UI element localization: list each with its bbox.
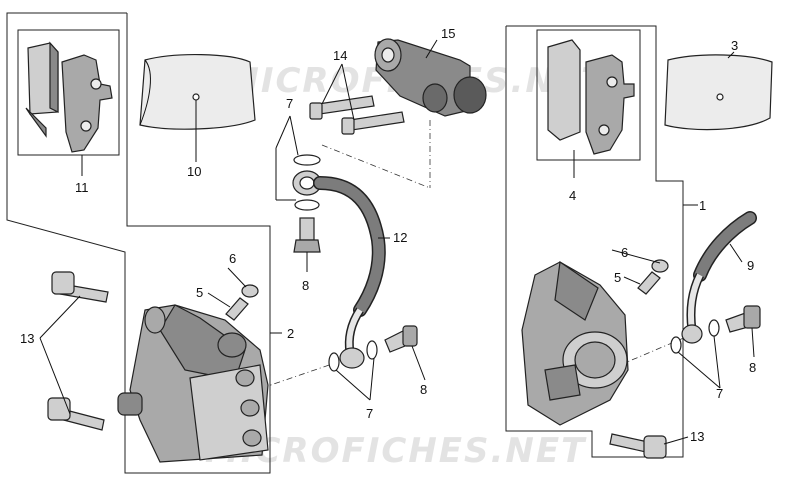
brake-caliper-left (117, 304, 269, 463)
callout-12: 12 (393, 230, 407, 245)
brake-pads-right (547, 39, 635, 155)
callout-6-left: 6 (229, 251, 236, 266)
callout-7-bottom-left: 7 (366, 406, 373, 421)
pad-bag-right (664, 54, 773, 131)
callout-9: 9 (747, 258, 754, 273)
callout-6-right: 6 (621, 245, 628, 260)
assembly-centerlines (261, 120, 687, 389)
bleed-parts-right (637, 259, 669, 295)
banjo-washers-top (292, 154, 322, 211)
pad-bag-left (139, 53, 256, 130)
callout-7-bottom-right: 7 (716, 386, 723, 401)
caliper-bolts-left (47, 271, 109, 431)
banjo-bolt-mid (293, 217, 321, 253)
banjo-bolt-lower-left (384, 325, 418, 353)
callout-5-right: 5 (614, 270, 621, 285)
callout-13-left: 13 (20, 331, 34, 346)
leader-lines (39, 39, 755, 445)
bleed-parts-left (225, 284, 259, 321)
watermark-bottom: MICROFICHES.NET (205, 431, 587, 471)
callout-7-top: 7 (286, 96, 293, 111)
union-block (374, 38, 487, 117)
brake-caliper-right (521, 260, 629, 426)
brake-pads-left (25, 41, 113, 153)
callout-8-lower: 8 (420, 382, 427, 397)
brake-hose-12 (313, 176, 386, 369)
callout-5-left: 5 (196, 285, 203, 300)
caliper-bolt-right (609, 433, 667, 459)
callout-1: 1 (699, 198, 706, 213)
callout-8-mid: 8 (302, 278, 309, 293)
callout-13-right: 13 (690, 429, 704, 444)
right-assembly-frame (505, 25, 684, 458)
bolts-14 (309, 95, 405, 135)
callout-10: 10 (187, 164, 201, 179)
banjo-bolt-right (725, 305, 761, 333)
callout-14: 14 (333, 48, 347, 63)
washers-bottom-left (328, 340, 378, 372)
callout-labels: 1 2 3 4 5 5 6 6 7 7 7 8 8 8 9 10 11 12 1… (20, 26, 756, 444)
callout-3: 3 (731, 38, 738, 53)
washers-right (670, 319, 720, 354)
callout-15: 15 (441, 26, 455, 41)
callout-11: 11 (75, 180, 89, 195)
callout-8-right: 8 (749, 360, 756, 375)
brake-hose-9 (681, 211, 757, 344)
left-assembly-frame (6, 12, 271, 474)
callout-4: 4 (569, 188, 576, 203)
callout-2: 2 (287, 326, 294, 341)
